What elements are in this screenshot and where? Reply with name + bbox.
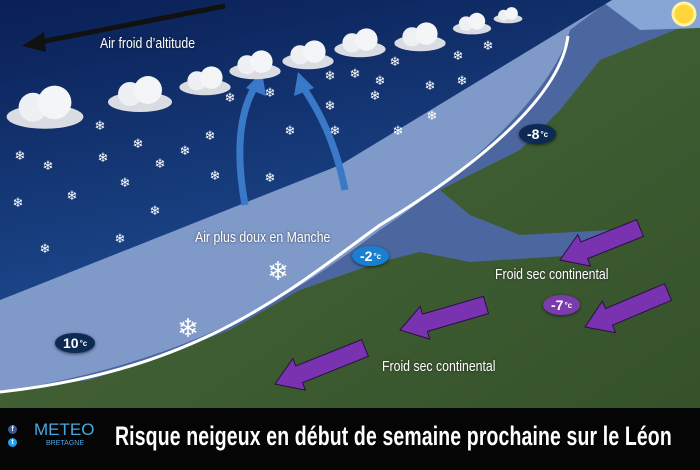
cloud-icon — [493, 7, 523, 24]
temperature-value: -7 — [551, 297, 564, 313]
snowflake-icon: ❄ — [285, 123, 296, 138]
temperature-badge-north: -8°c — [519, 124, 557, 144]
logo-text: METEO — [34, 420, 95, 439]
twitter-icon[interactable]: t — [8, 438, 17, 447]
snowflake-icon: ❄ — [483, 38, 494, 53]
snowflake-icon: ❄ — [393, 123, 404, 138]
snowflake-icon: ❄ — [427, 108, 438, 123]
snowflake-icon: ❄ — [155, 156, 166, 171]
rising-air-arrow-2 — [302, 88, 349, 191]
snowflake-icon: ❄ — [133, 136, 144, 151]
label-upper-air: Air froid d’altitude — [100, 35, 196, 52]
snowflake-icon: ❄ — [325, 98, 336, 113]
snowflake-icon: ❄ — [98, 150, 109, 165]
snowflake-icon: ❄ — [177, 313, 199, 343]
continental-flow-arrow — [274, 338, 369, 391]
snowflake-icon: ❄ — [265, 85, 276, 100]
snowflake-icon: ❄ — [425, 78, 436, 93]
snowflake-icon: ❄ — [205, 128, 216, 143]
cloud-icon — [452, 12, 492, 35]
cloud-icon — [108, 76, 172, 112]
snowflake-icon: ❄ — [13, 195, 24, 210]
temperature-unit: °c — [373, 251, 382, 261]
continental-flow-arrow — [399, 295, 490, 340]
snowflake-icon: ❄ — [115, 231, 126, 246]
snowflake-icon: ❄ — [265, 170, 276, 185]
snowflake-icon: ❄ — [225, 90, 236, 105]
label-continental-1: Froid sec continental — [495, 266, 609, 283]
temperature-value: -8 — [527, 126, 540, 142]
snowflake-icon: ❄ — [370, 88, 381, 103]
air-mass-boundary — [0, 35, 570, 394]
snowflake-icon: ❄ — [43, 158, 54, 173]
cold-air-mass — [0, 0, 612, 300]
temperature-badge-sea: 10°c — [55, 333, 96, 353]
temperature-unit: °c — [79, 338, 88, 348]
cloud-icon — [334, 28, 386, 58]
snowflake-icon: ❄ — [15, 148, 26, 163]
snowflake-icon: ❄ — [350, 66, 361, 81]
snowflake-icon: ❄ — [375, 73, 386, 88]
snowflake-icon: ❄ — [457, 73, 468, 88]
cloud-icon — [394, 22, 446, 52]
temperature-value: 10 — [63, 335, 79, 351]
snowflake-icon: ❄ — [150, 203, 161, 218]
snowflake-icon: ❄ — [40, 241, 51, 256]
logo[interactable]: METEO BRETAGNE — [22, 414, 102, 464]
milder-air-band — [0, 0, 610, 392]
snowflake-icon: ❄ — [95, 118, 106, 133]
snowflake-icon: ❄ — [453, 48, 464, 63]
logo-subtext: BRETAGNE — [46, 440, 84, 447]
footer-bar: f t METEO BRETAGNE Risque neigeux en déb… — [0, 408, 700, 470]
temperature-badge-inland: -7°c — [543, 295, 581, 315]
continental-flow-arrow — [559, 218, 644, 267]
snowflake-icon: ❄ — [180, 143, 191, 158]
temperature-unit: °c — [564, 300, 573, 310]
cloud-icon — [229, 50, 281, 80]
cloud-icon — [179, 66, 231, 96]
snowflake-icon: ❄ — [325, 68, 336, 83]
temperature-badge-coast: -2°c — [352, 246, 390, 266]
snowflake-icon: ❄ — [390, 54, 401, 69]
temperature-unit: °c — [540, 129, 549, 139]
sun-icon — [671, 1, 697, 27]
snowflake-icon: ❄ — [267, 256, 289, 286]
temperature-value: -2 — [360, 248, 373, 264]
snowflake-icon: ❄ — [120, 175, 131, 190]
cloud-icon — [6, 85, 84, 129]
cloud-icon — [282, 40, 334, 70]
snowflake-icon: ❄ — [210, 168, 221, 183]
facebook-icon[interactable]: f — [8, 425, 17, 434]
label-channel-air: Air plus doux en Manche — [195, 229, 331, 246]
page-title: Risque neigeux en début de semaine proch… — [115, 421, 672, 451]
rising-air-arrow-2-head — [294, 72, 314, 96]
snowflake-icon: ❄ — [330, 123, 341, 138]
upper-flow-arrow — [39, 3, 226, 45]
continental-flow-arrow — [584, 283, 673, 334]
snowflake-icon: ❄ — [67, 188, 78, 203]
upper-flow-arrowhead — [22, 32, 46, 52]
rising-air-arrow-1 — [236, 83, 259, 206]
label-continental-2: Froid sec continental — [382, 358, 496, 375]
